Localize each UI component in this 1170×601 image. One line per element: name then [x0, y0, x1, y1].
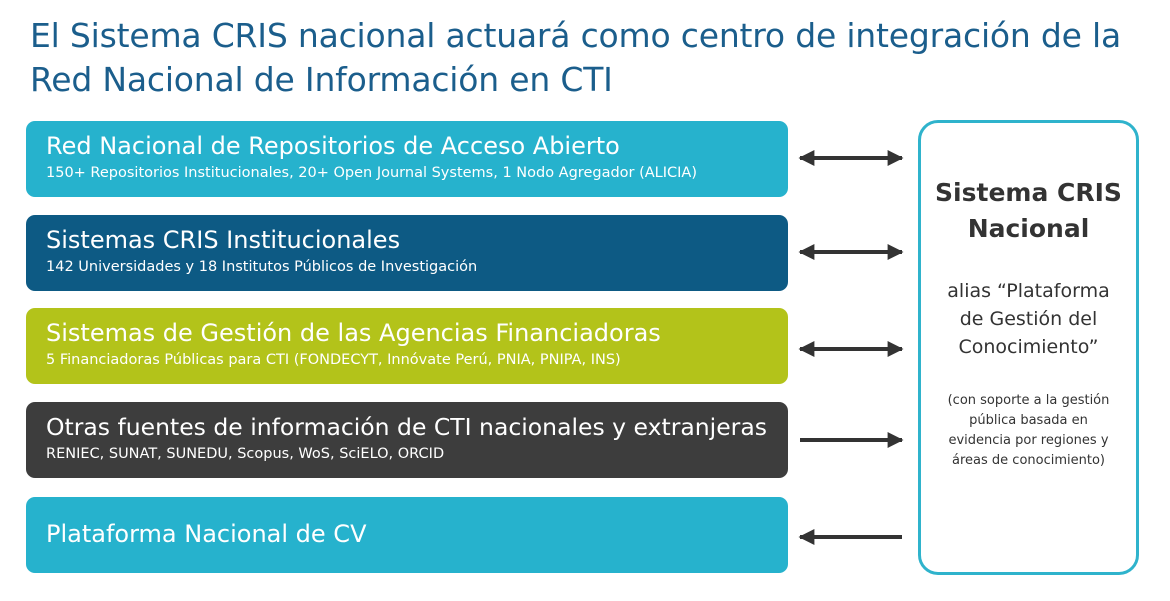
cris-national-box: Sistema CRIS Nacional alias “Plataforma … — [918, 120, 1139, 575]
source-detail: RENIEC, SUNAT, SUNEDU, Scopus, WoS, SciE… — [46, 446, 445, 462]
source-box-repositories: Red Nacional de Repositorios de Acceso A… — [26, 121, 788, 197]
source-detail: 150+ Repositorios Institucionales, 20+ O… — [46, 165, 698, 181]
cris-title: Sistema CRIS Nacional — [935, 178, 1122, 243]
cris-note: (con soporte a la gestión pública basada… — [947, 393, 1110, 468]
slide-title: El Sistema CRIS nacional actuará como ce… — [30, 16, 1122, 99]
source-box-funding-agencies: Sistemas de Gestión de las Agencias Fina… — [26, 308, 788, 384]
source-detail: 5 Financiadoras Públicas para CTI (FONDE… — [46, 352, 621, 368]
source-name: Otras fuentes de información de CTI naci… — [46, 413, 767, 441]
source-name: Sistemas de Gestión de las Agencias Fina… — [46, 319, 661, 347]
source-box-other-sources: Otras fuentes de información de CTI naci… — [26, 402, 788, 478]
source-name: Red Nacional de Repositorios de Acceso A… — [46, 132, 620, 160]
source-box-cv-platform: Plataforma Nacional de CV — [26, 497, 788, 573]
source-box-cris-institutional: Sistemas CRIS Institucionales 142 Univer… — [26, 215, 788, 291]
source-name: Plataforma Nacional de CV — [46, 520, 367, 548]
cris-alias: alias “Plataforma de Gestión del Conocim… — [947, 280, 1110, 358]
source-detail: 142 Universidades y 18 Institutos Públic… — [46, 259, 478, 275]
source-name: Sistemas CRIS Institucionales — [46, 226, 401, 254]
